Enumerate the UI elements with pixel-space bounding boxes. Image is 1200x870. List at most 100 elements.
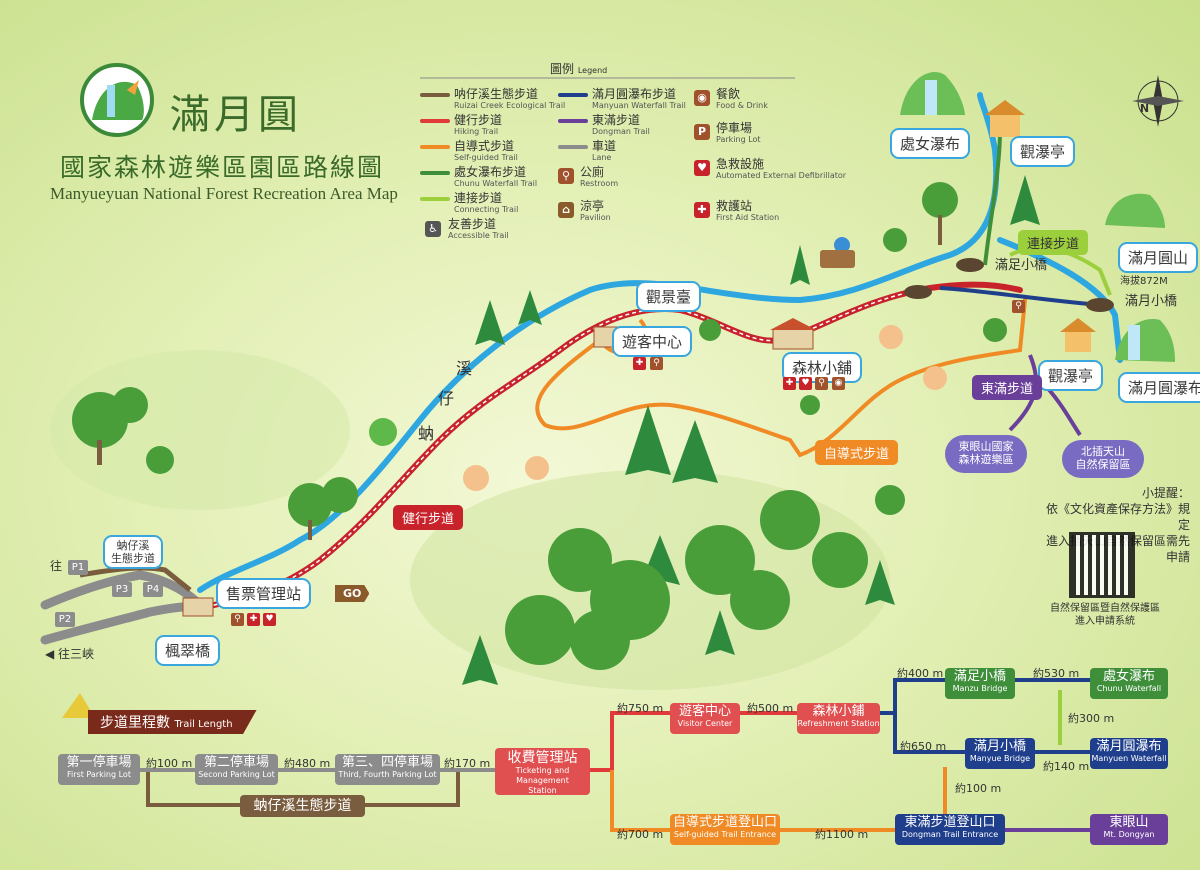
food-icon: ◉ (694, 90, 710, 106)
label-altitude: 海拔872M (1120, 276, 1168, 287)
distance-label: 約1100 m (815, 828, 869, 841)
trail-length-title: 步道里程數 Trail Length (88, 710, 257, 734)
leaf-icon (62, 693, 95, 718)
bridge-icon (904, 285, 932, 299)
legend-swatch (558, 93, 588, 97)
label-guanjing-platform[interactable]: 觀景臺 (636, 281, 702, 312)
manyuan-trail-line (939, 286, 1101, 307)
label-hiking-trail[interactable]: 健行步道 (393, 505, 464, 530)
logo-icon (80, 63, 154, 137)
mountain-icon (1105, 193, 1165, 228)
label-dongman-trail[interactable]: 東滿步道 (972, 375, 1043, 400)
label-visitor-center[interactable]: 遊客中心 (612, 326, 693, 357)
legend-heading: 圖例 Legend (550, 62, 608, 76)
label-manzu-bridge[interactable]: 滿足小橋 (995, 258, 1048, 273)
kid-icon (923, 366, 947, 390)
qr-code-icon[interactable] (1069, 532, 1135, 598)
label-connecting-trail[interactable]: 連接步道 (1018, 230, 1089, 255)
pavilion-icon: ⌂ (558, 202, 574, 218)
parking-p4[interactable]: P4 (143, 582, 163, 597)
label-ruizai-trail[interactable]: 蚋仔溪 生態步道 (103, 535, 163, 569)
page-subtitle-en: Manyueyuan National Forest Recreation Ar… (50, 184, 398, 203)
restroom-icon[interactable]: ⚲ (231, 613, 244, 626)
label-manyuan-mountain[interactable]: 滿月圓山 (1118, 242, 1199, 273)
restroom-icon[interactable]: ⚲ (815, 377, 828, 390)
parking-icon: P (694, 124, 710, 140)
first-aid-icon[interactable]: ✚ (783, 377, 796, 390)
page-title: 滿月圓 (170, 92, 302, 138)
legend-swatch (420, 145, 450, 149)
distance-label: 約170 m (444, 757, 491, 770)
label-manyue-bridge[interactable]: 滿月小橋 (1125, 294, 1178, 309)
label-fengcui-bridge[interactable]: 楓翠橋 (155, 635, 221, 666)
aed-icon[interactable]: ♥ (263, 613, 276, 626)
distance-label: 約650 m (900, 740, 947, 753)
label-beichatian-reserve[interactable]: 北插天山 自然保留區 (1062, 440, 1144, 478)
legend-swatch (420, 93, 450, 97)
bird-icon (834, 237, 850, 253)
label-ticket-station[interactable]: 售票管理站 (216, 578, 312, 609)
label-guanpu-pavilion[interactable]: 觀瀑亭 (1038, 360, 1104, 391)
first-aid-icon[interactable]: ✚ (633, 357, 646, 370)
waterfall-icon (925, 80, 937, 115)
label-to-sanxia[interactable]: ◀ 往三峽 (45, 647, 95, 661)
distance-label: 約400 m (897, 667, 944, 680)
legend-swatch (420, 171, 450, 175)
self-guided-trail-line (535, 298, 1027, 458)
label-to-p1: 往 (50, 559, 63, 573)
restroom-icon[interactable]: ⚲ (1012, 300, 1025, 313)
food-icon[interactable]: ◉ (832, 377, 845, 390)
distance-label: 約100 m (955, 782, 1002, 795)
legend-swatch (420, 197, 450, 201)
first-aid-icon[interactable]: ✚ (247, 613, 260, 626)
go-sign: GO (335, 585, 370, 602)
node-ruizai-trail[interactable]: 蚋仔溪生態步道 (240, 795, 365, 817)
kid-icon (879, 325, 903, 349)
restroom-icon[interactable]: ⚲ (650, 357, 663, 370)
parking-p2[interactable]: P2 (55, 612, 75, 627)
parking-p3[interactable]: P3 (112, 582, 132, 597)
bridge-icon (956, 258, 984, 272)
pavilion-icon (1060, 318, 1096, 352)
aed-icon[interactable]: ♥ (799, 377, 812, 390)
distance-label: 約500 m (747, 702, 794, 715)
hiking-trail-dash (199, 287, 931, 609)
building-icon (182, 597, 214, 617)
distance-label: 約750 m (617, 702, 664, 715)
label-chunu-waterfall[interactable]: 處女瀑布 (890, 128, 971, 159)
accessible-icon: ♿ (425, 221, 441, 237)
distance-label: 約300 m (1068, 712, 1115, 725)
label-manyuan-waterfall[interactable]: 滿月圓瀑布 (1118, 372, 1200, 403)
label-self-guided-trail[interactable]: 自導式步道 (815, 440, 899, 465)
building-icon (772, 328, 814, 350)
parking-p1[interactable]: P1 (68, 560, 88, 575)
tree-group (462, 175, 1040, 685)
bridge-icon (1086, 298, 1114, 312)
frog-icon (369, 418, 397, 446)
label-dongyan-forest[interactable]: 東眼山國家 森林遊樂區 (945, 435, 1027, 473)
first-aid-icon: ✚ (694, 202, 710, 218)
label-guanpu-pavilion-top[interactable]: 觀瀑亭 (1010, 136, 1076, 167)
